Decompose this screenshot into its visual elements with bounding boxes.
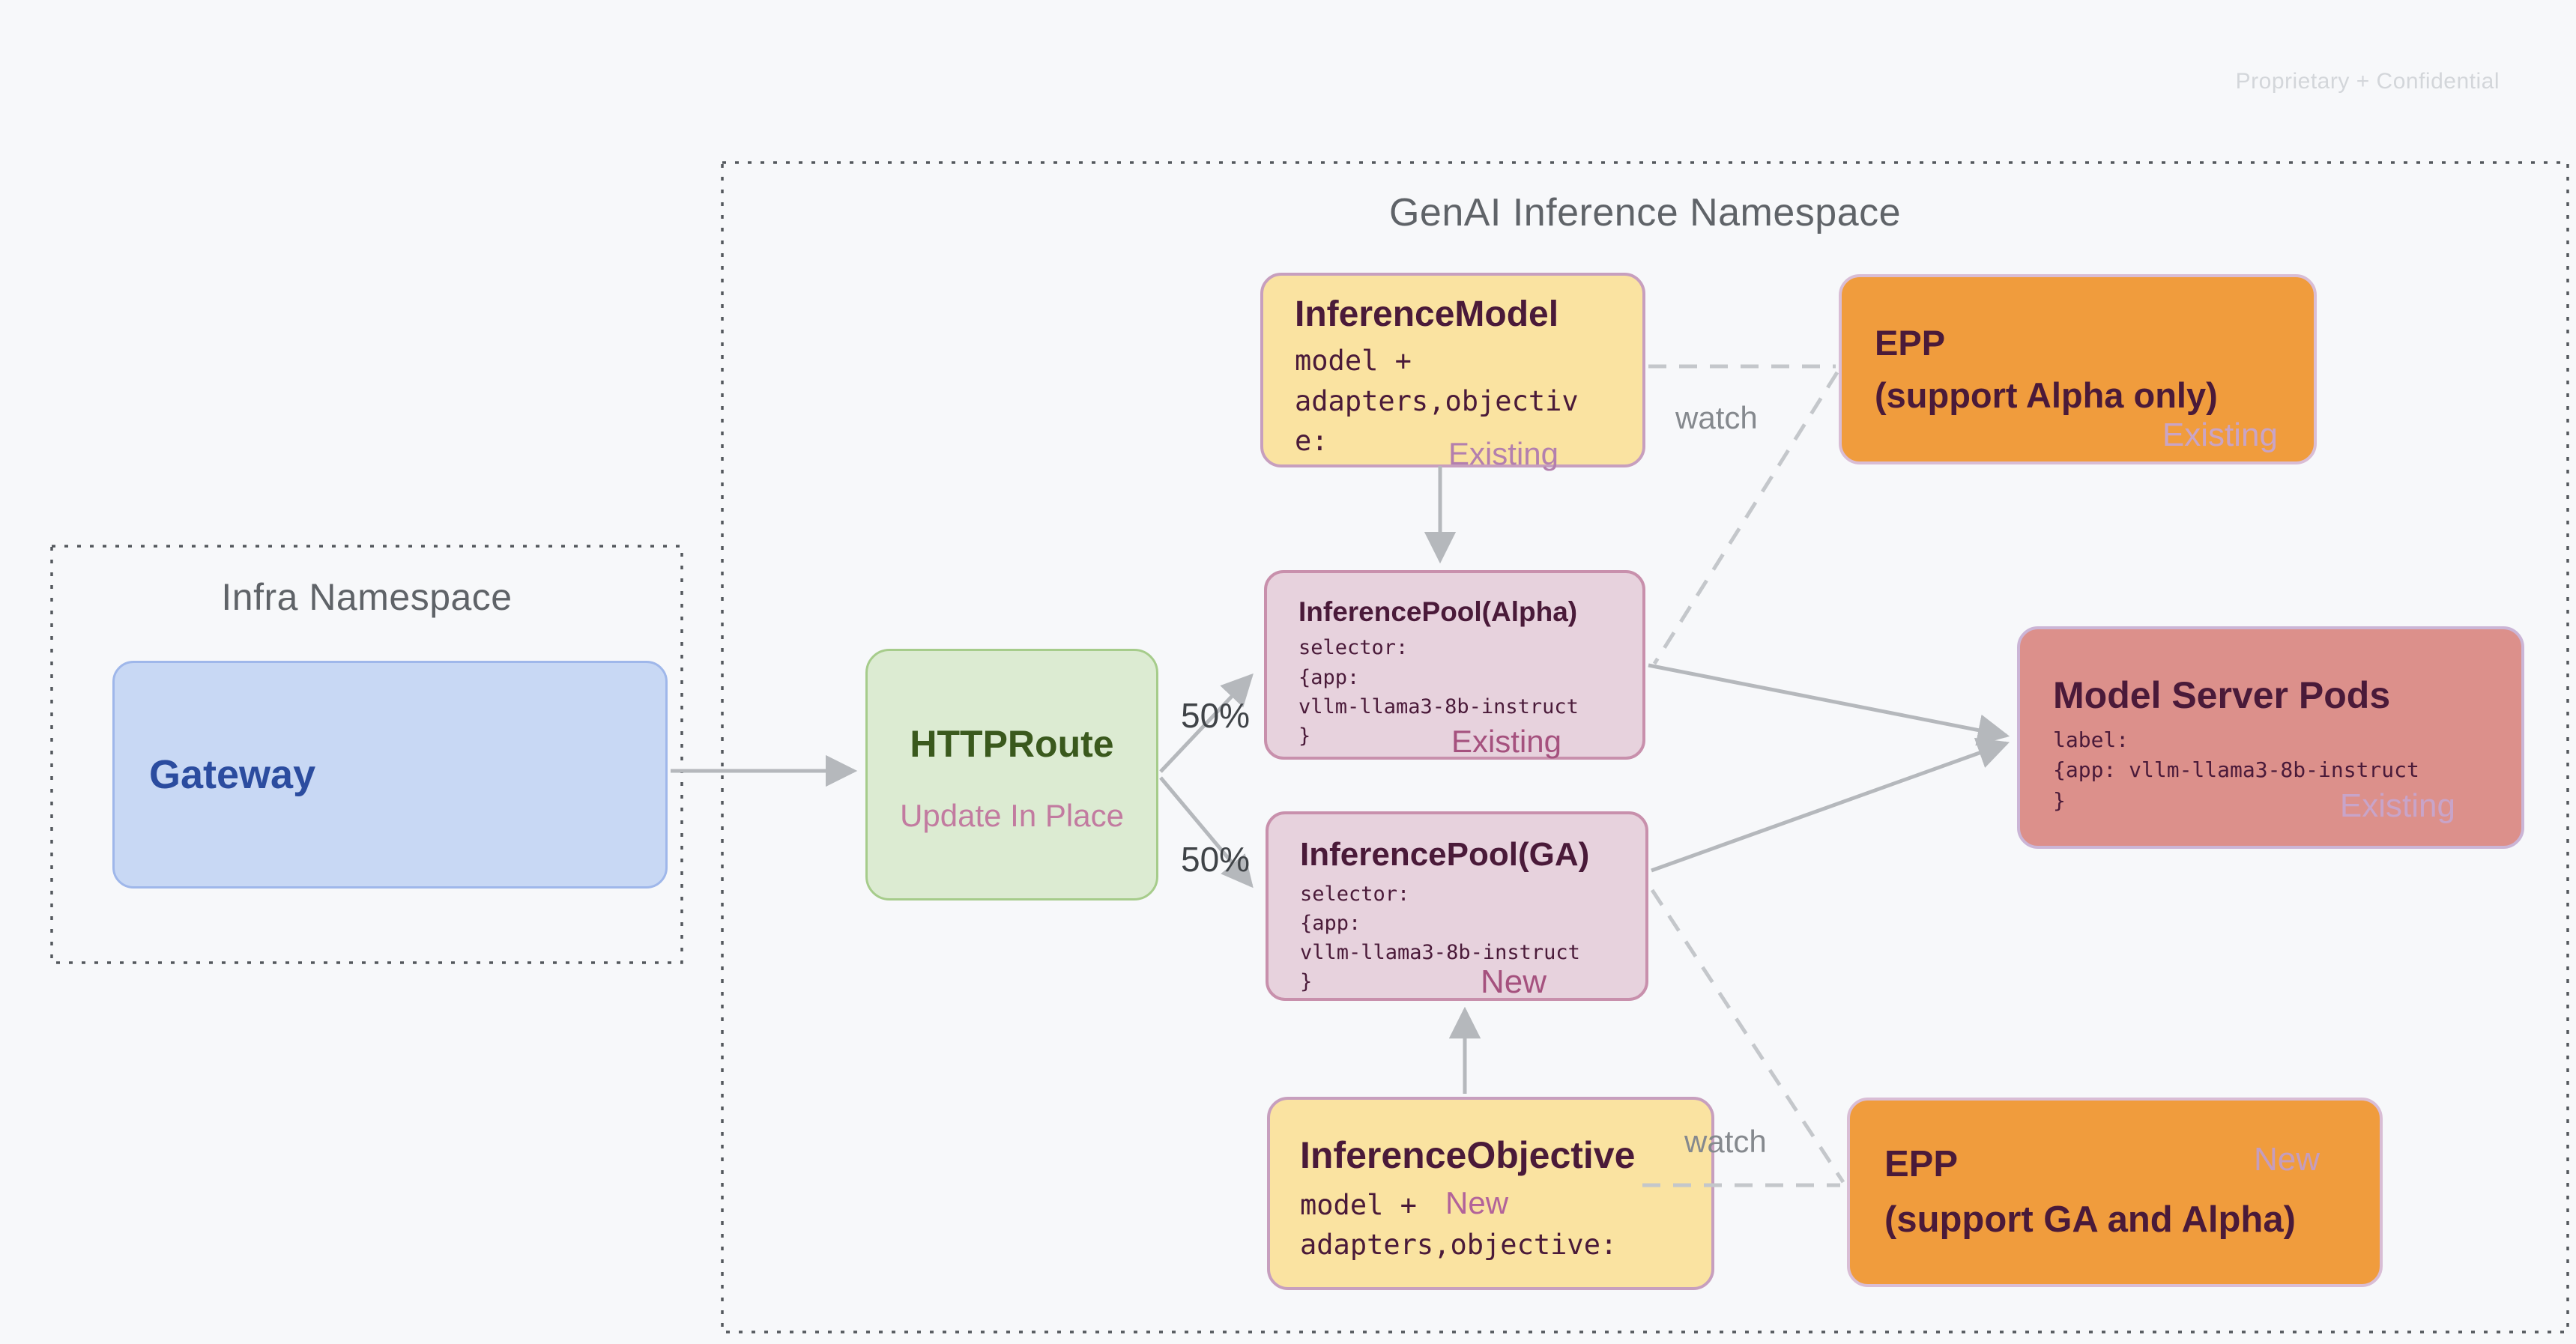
inference-model-spec: model + adapters,objectiv e:	[1295, 345, 1579, 458]
epp-alpha-title: EPP (support Alpha only)	[1875, 322, 2218, 416]
epp-ga-status: New	[2253, 1141, 2320, 1178]
model-server-pods-status: Existing	[2339, 787, 2455, 824]
epp-alpha-status: Existing	[2162, 417, 2278, 453]
inference-pool-alpha-node[interactable]: InferencePool(Alpha) selector: {app: vll…	[1264, 570, 1645, 760]
inference-objective-spec: model + adapters,objective:	[1300, 1188, 1618, 1262]
inference-model-title: InferenceModel	[1295, 294, 1559, 334]
inference-pool-alpha-selector: selector: {app: vllm-llama3-8b-instruct …	[1298, 636, 1579, 748]
epp-ga-node[interactable]: EPP (support GA and Alpha) New	[1847, 1098, 2383, 1287]
confidential-watermark: Proprietary + Confidential	[2235, 69, 2500, 94]
inference-objective-status: New	[1445, 1185, 1509, 1220]
httproute-node[interactable]: HTTPRoute Update In Place	[865, 649, 1158, 900]
traffic-split-label-alpha: 50%	[1181, 696, 1251, 735]
infra-namespace-border	[50, 545, 683, 964]
inference-objective-title: InferenceObjective	[1300, 1134, 1636, 1176]
model-server-pods-label: label: {app: vllm-llama3-8b-instruct }	[2053, 727, 2419, 813]
genai-namespace-title: GenAI Inference Namespace	[1388, 191, 1902, 234]
inference-model-node[interactable]: InferenceModel model + adapters,objectiv…	[1260, 273, 1645, 471]
model-server-pods-title: Model Server Pods	[2053, 674, 2391, 716]
httproute-status: Update In Place	[900, 797, 1124, 833]
inference-pool-alpha-status: Existing	[1451, 724, 1561, 759]
inference-pool-ga-node[interactable]: InferencePool(GA) selector: {app: vllm-l…	[1266, 811, 1648, 1001]
inference-pool-alpha-title: InferencePool(Alpha)	[1298, 596, 1578, 627]
inference-pool-ga-selector: selector: {app: vllm-llama3-8b-instruct …	[1300, 882, 1580, 994]
watch-label-top: watch	[1675, 400, 1758, 435]
traffic-split-label-ga: 50%	[1181, 840, 1251, 879]
epp-ga-title: EPP (support GA and Alpha)	[1884, 1144, 2296, 1240]
infra-namespace-title: Infra Namespace	[221, 576, 513, 618]
inference-pool-ga-status: New	[1480, 963, 1546, 1000]
inference-model-status: Existing	[1448, 436, 1558, 471]
epp-alpha-node[interactable]: EPP (support Alpha only) Existing	[1839, 274, 2317, 464]
gateway-title: Gateway	[149, 751, 316, 797]
inference-objective-node[interactable]: InferenceObjective model + adapters,obje…	[1267, 1097, 1714, 1290]
model-server-pods-node[interactable]: Model Server Pods label: {app: vllm-llam…	[2017, 626, 2524, 849]
inference-pool-ga-title: InferencePool(GA)	[1300, 836, 1590, 873]
genai-namespace-border	[721, 161, 2569, 1334]
httproute-title: HTTPRoute	[910, 722, 1114, 765]
watch-label-bottom: watch	[1684, 1124, 1767, 1159]
gateway-node[interactable]: Gateway	[112, 661, 668, 889]
